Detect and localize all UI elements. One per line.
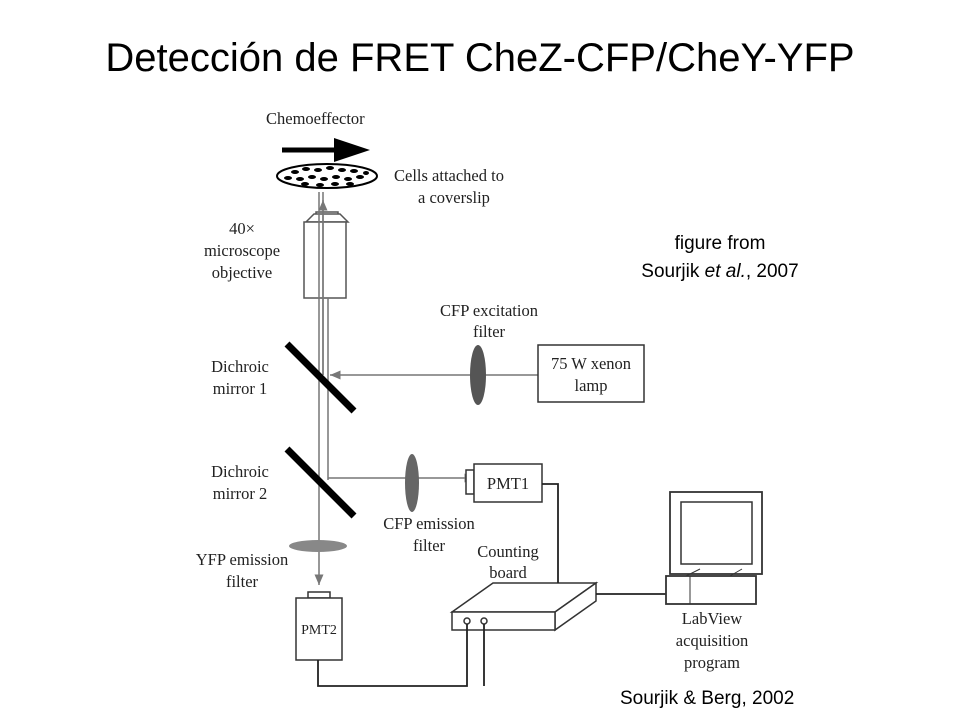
label-yfp-emission-2: filter	[226, 572, 259, 591]
label-cells-2: a coverslip	[418, 188, 490, 207]
label-pmt1: PMT1	[487, 474, 529, 493]
counting-board	[449, 581, 599, 632]
label-dichroic2-2: mirror 2	[213, 484, 268, 503]
label-dichroic1-2: mirror 1	[213, 379, 268, 398]
coverslip-cells	[276, 163, 378, 189]
pmt1-detector	[465, 463, 543, 503]
label-yfp-emission-1: YFP emission	[196, 550, 288, 569]
label-labview-2: acquisition	[676, 631, 748, 650]
figure-note-author: Sourjik	[641, 261, 705, 282]
label-cfp-excitation-2: filter	[473, 322, 506, 341]
label-cells-1: Cells attached to	[394, 166, 504, 185]
label-objective-3: objective	[212, 263, 272, 282]
microscope-objective	[303, 211, 350, 299]
figure-note-year: , 2007	[745, 261, 799, 282]
figure-note-line1: figure from	[674, 233, 766, 254]
label-dichroic2-1: Dichroic	[211, 462, 269, 481]
dichroic-mirror-2	[284, 446, 357, 519]
figure-note-line2: Sourjik et al., 2007	[600, 258, 840, 286]
label-chemoeffector: Chemoeffector	[266, 109, 365, 128]
label-dichroic1-1: Dichroic	[211, 357, 269, 376]
label-lamp-2: lamp	[575, 376, 608, 395]
xenon-lamp-box	[537, 344, 645, 403]
label-cfp-emission-1: CFP emission	[383, 514, 475, 533]
signal-cables	[317, 483, 670, 687]
slide-title: Detección de FRET CheZ-CFP/CheY-YFP	[105, 36, 855, 80]
label-pmt2: PMT2	[301, 623, 337, 638]
yfp-emission-filter	[289, 540, 347, 552]
pmt2-detector	[295, 591, 343, 661]
label-cfp-emission-2: filter	[413, 536, 446, 555]
computer	[665, 491, 763, 605]
chemoeffector-arrow	[282, 138, 370, 162]
cfp-emission-filter	[405, 454, 419, 512]
beam-paths	[314, 192, 538, 585]
figure-note-etal: et al.	[704, 261, 746, 282]
label-cfp-excitation-1: CFP excitation	[440, 301, 538, 320]
label-counting-2: board	[489, 563, 527, 582]
cfp-excitation-filter	[470, 345, 486, 405]
label-labview-1: LabView	[682, 609, 742, 628]
label-labview-3: program	[684, 653, 740, 672]
label-counting-1: Counting	[477, 542, 538, 561]
label-objective-2: microscope	[204, 241, 280, 260]
label-lamp-1: 75 W xenon	[551, 354, 631, 373]
dichroic-mirror-1	[284, 341, 357, 414]
figure-source-note: figure from Sourjik et al., 2007	[600, 230, 840, 286]
citation: Sourjik & Berg, 2002	[620, 688, 795, 709]
label-objective-1: 40×	[229, 219, 255, 238]
